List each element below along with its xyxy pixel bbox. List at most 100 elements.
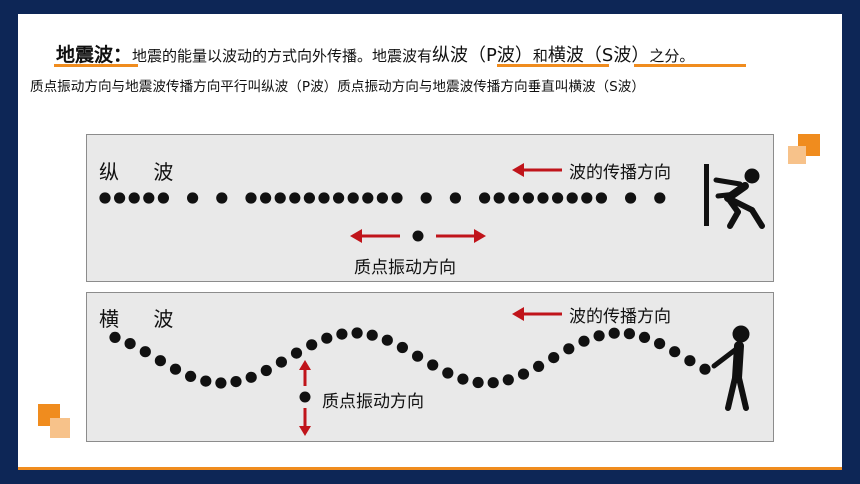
trans-particle: [669, 346, 681, 358]
long-particle: [581, 192, 593, 204]
long-particle: [420, 192, 432, 204]
term-label: 地震波：: [56, 44, 133, 66]
trans-particle: [533, 360, 545, 372]
trans-particle: [336, 328, 348, 340]
trans-particle: [502, 374, 514, 386]
long-particle: [157, 192, 169, 204]
long-particle: [522, 192, 535, 204]
long-particle: [479, 192, 491, 204]
trans-particle: [366, 329, 378, 341]
long-particle: [187, 192, 199, 204]
intro-text: 地震的能量以波动的方式向外传播。地震波有: [132, 47, 433, 65]
deco-squares-bottom-left: [38, 404, 74, 444]
long-particle: [99, 192, 111, 204]
trans-particle: [321, 332, 333, 344]
trans-particle: [427, 359, 439, 371]
wall-icon: [704, 164, 709, 226]
long-particle: [654, 192, 666, 204]
p-wave-underline: [497, 64, 609, 67]
long-particle: [449, 192, 461, 204]
long-particle: [391, 192, 403, 204]
trans-particle: [275, 356, 287, 368]
long-particle: [376, 192, 388, 204]
trans-particle: [472, 376, 484, 389]
long-particle: [114, 192, 126, 204]
trans-particle: [154, 355, 166, 367]
trans-particle: [699, 363, 711, 375]
long-vibrating-particle: [412, 230, 424, 242]
long-particle: [552, 192, 564, 204]
frame-bottom-accent: [18, 467, 842, 470]
trans-particle: [215, 377, 227, 389]
long-particle: [289, 192, 301, 204]
trans-particle: [260, 364, 272, 377]
longitudinal-particles: [99, 192, 666, 204]
trans-particle: [306, 339, 318, 351]
long-particle: [493, 192, 505, 204]
long-particle: [143, 192, 155, 204]
person-shaking-rope-icon: [711, 325, 750, 411]
trans-particle: [185, 370, 197, 382]
trans-particle: [245, 371, 257, 383]
long-particle: [333, 192, 345, 204]
title-line: 地震波：地震的能量以波动的方式向外传播。地震波有纵波（P波）和横波（S波）之分。: [56, 40, 694, 67]
definition-line: 质点振动方向与地震波传播方向平行叫纵波（P波）质点振动方向与地震波传播方向垂直叫…: [30, 79, 645, 95]
term-underline: [54, 64, 138, 67]
person-pushing-wall-icon: [713, 168, 765, 229]
trans-particle: [109, 331, 121, 343]
long-particle: [318, 192, 330, 204]
s-wave-term: 横波（S波）: [547, 45, 650, 66]
deco-squares-top-right: [788, 134, 824, 170]
trans-particle: [290, 347, 303, 359]
long-vibration-arrows: [350, 229, 486, 243]
long-particle: [260, 192, 272, 204]
trans-particle: [396, 341, 408, 354]
long-particle: [303, 192, 315, 204]
connector-text: 和: [532, 47, 548, 65]
trans-propagation-label: 波的传播方向: [569, 307, 671, 327]
longitudinal-wave-panel: [86, 134, 774, 282]
transverse-particles: [109, 327, 711, 389]
long-particle: [537, 192, 549, 204]
trans-particle: [457, 373, 469, 385]
trans-particle: [351, 327, 363, 339]
trans-particle: [412, 350, 424, 362]
trans-particle: [487, 377, 499, 389]
trans-particle: [442, 367, 454, 379]
trans-particle: [684, 355, 696, 367]
trans-particle: [200, 375, 212, 387]
long-particle: [566, 192, 578, 204]
trans-particle: [638, 331, 651, 343]
trans-particle: [654, 338, 666, 350]
trans-particle: [578, 335, 590, 347]
long-propagation-arrow: [512, 163, 562, 177]
long-vibration-label: 质点振动方向: [354, 258, 456, 278]
long-particle: [245, 192, 257, 204]
trans-particle: [169, 363, 182, 375]
trans-propagation-arrow: [512, 307, 562, 321]
long-particle: [216, 192, 228, 204]
trans-vibration-label: 质点振动方向: [322, 392, 424, 412]
trans-particle: [608, 327, 620, 339]
long-particle: [128, 192, 140, 204]
trans-particle: [593, 330, 605, 342]
trans-particle: [124, 338, 136, 350]
trans-particle: [563, 343, 575, 355]
trans-particle: [230, 376, 242, 388]
ending-text: 之分。: [649, 47, 695, 65]
s-wave-underline: [634, 64, 746, 67]
trans-particle: [548, 352, 560, 364]
long-particle: [274, 192, 286, 204]
long-particle: [347, 192, 359, 204]
trans-particle: [517, 368, 530, 380]
trans-particle: [381, 334, 393, 346]
trans-vibrating-particle: [299, 391, 311, 403]
trans-particle: [623, 328, 636, 340]
long-particle: [595, 192, 608, 204]
longitudinal-label: 纵 波: [99, 160, 188, 184]
long-particle: [625, 192, 637, 204]
transverse-label: 横 波: [99, 307, 188, 331]
trans-vibration-arrows: [299, 360, 311, 436]
long-propagation-label: 波的传播方向: [569, 163, 671, 183]
